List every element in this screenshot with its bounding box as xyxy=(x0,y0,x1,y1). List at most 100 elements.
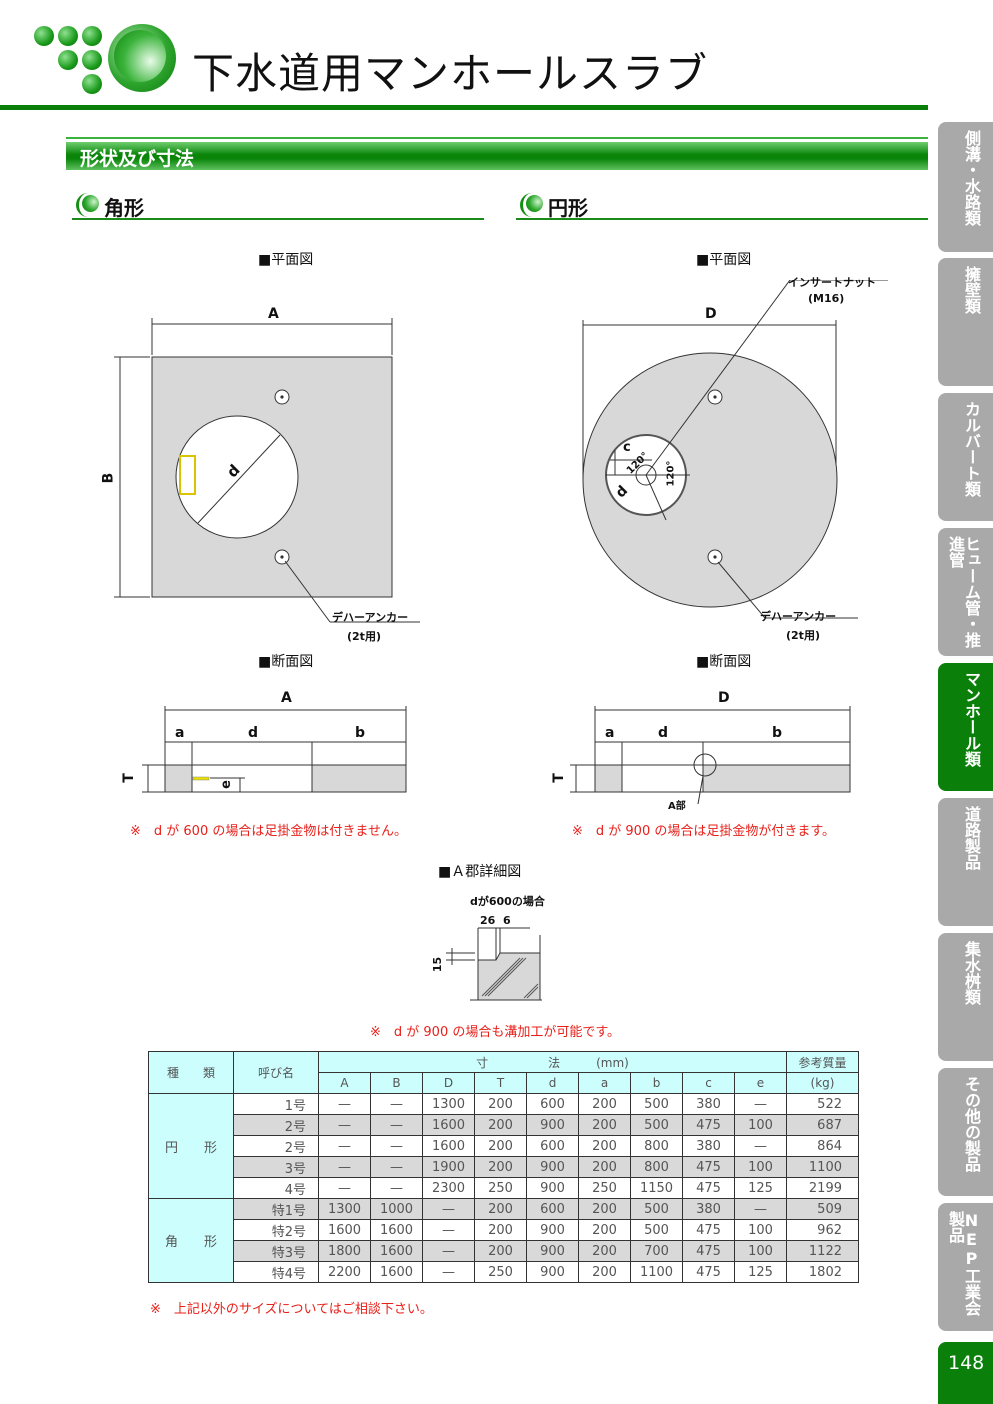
detail-note: ※ d が 900 の場合も溝加工が可能です。 xyxy=(370,1025,621,1040)
dim-cell: 900 xyxy=(526,1156,579,1178)
square-plan-caption: ■平面図 xyxy=(258,252,314,268)
page-number: 148 xyxy=(938,1342,993,1404)
dim-cell: 250 xyxy=(474,1261,527,1283)
sec-dim-e: e xyxy=(218,780,234,789)
mass-cell: 1100 xyxy=(786,1156,859,1178)
dim-cell: — xyxy=(318,1114,371,1136)
square-note: ※ d が 600 の場合は足掛金物は付きません。 xyxy=(130,824,407,839)
round-anchor-sub: (2t用) xyxy=(786,629,820,642)
dim-cell: 500 xyxy=(630,1219,683,1241)
name-cell: 特2号 xyxy=(233,1219,319,1241)
side-tab-1[interactable]: 擁壁類 xyxy=(938,258,993,386)
dim-cell: 200 xyxy=(578,1135,631,1157)
dim-cell: 475 xyxy=(682,1177,735,1199)
dim-cell: — xyxy=(370,1093,423,1115)
subhead-round-label: 円形 xyxy=(548,196,588,220)
dim-cell: — xyxy=(370,1114,423,1136)
header-name: 呼び名 xyxy=(233,1051,319,1094)
sec-dim-A: A xyxy=(281,690,292,706)
dim-cell: 200 xyxy=(474,1219,527,1241)
insert-label: インサートナット xyxy=(788,276,876,289)
side-tab-2[interactable]: カルバート類 xyxy=(938,393,993,521)
dim-cell: 200 xyxy=(474,1135,527,1157)
band-rule xyxy=(66,137,928,139)
detail-dim-6: 6 xyxy=(503,914,511,927)
col-B: B xyxy=(370,1072,423,1094)
sec-dim-T: T xyxy=(120,773,137,783)
dim-cell: — xyxy=(370,1135,423,1157)
dim-cell: 600 xyxy=(526,1093,579,1115)
mass-cell: 962 xyxy=(786,1219,859,1241)
anchor-sub: (2t用) xyxy=(347,630,381,643)
name-cell: 特3号 xyxy=(233,1240,319,1262)
dim-cell: 200 xyxy=(578,1261,631,1283)
mass-cell: 687 xyxy=(786,1114,859,1136)
dim-cell: — xyxy=(734,1093,787,1115)
header-mass-unit: (kg) xyxy=(786,1072,859,1094)
dim-cell: 250 xyxy=(578,1177,631,1199)
name-cell: 特1号 xyxy=(233,1198,319,1220)
mass-cell: 509 xyxy=(786,1198,859,1220)
dim-cell: 475 xyxy=(682,1156,735,1178)
header-dims: 寸 法 (mm) xyxy=(318,1051,787,1073)
subhead-square: 角形 xyxy=(72,190,484,220)
dim-cell: 500 xyxy=(630,1198,683,1220)
dim-cell: 900 xyxy=(526,1177,579,1199)
dim-cell: 200 xyxy=(578,1219,631,1241)
dim-cell: 800 xyxy=(630,1156,683,1178)
dim-cell: 1300 xyxy=(318,1198,371,1220)
dim-cell: 250 xyxy=(474,1177,527,1199)
dim-cell: 600 xyxy=(526,1198,579,1220)
dim-cell: — xyxy=(422,1198,475,1220)
dim-cell: 475 xyxy=(682,1240,735,1262)
detail-caption: ■Ａ郡詳細図 xyxy=(438,864,522,880)
col-e: e xyxy=(734,1072,787,1094)
side-tab-8[interactable]: NEP工業会製品 xyxy=(938,1203,993,1331)
detail-drawing xyxy=(446,927,542,1001)
side-tab-0[interactable]: 側溝・水路類 xyxy=(938,122,993,252)
a-part-label: A部 xyxy=(668,801,686,812)
dim-cell: — xyxy=(370,1156,423,1178)
dim-cell: 500 xyxy=(630,1093,683,1115)
side-tab-4[interactable]: マンホール類 xyxy=(938,663,993,791)
dim-A: A xyxy=(268,306,279,322)
detail-dim-15: 15 xyxy=(431,956,445,973)
dim-c: c xyxy=(623,440,631,455)
bullet-icon xyxy=(76,193,100,217)
side-tab-5[interactable]: 道路製品 xyxy=(938,798,993,926)
dim-cell: 600 xyxy=(526,1135,579,1157)
logo-circle xyxy=(108,24,176,92)
sec-dim-d-round: d xyxy=(658,725,669,741)
dim-cell: 475 xyxy=(682,1114,735,1136)
round-plan-caption: ■平面図 xyxy=(696,252,752,268)
table-footnote: ※ 上記以外のサイズについてはご相談下さい。 xyxy=(150,1302,433,1317)
sec-dim-d: d xyxy=(248,725,259,741)
side-tab-7[interactable]: その他の製品 xyxy=(938,1068,993,1196)
name-cell: 3号 xyxy=(233,1156,319,1178)
dim-cell: 100 xyxy=(734,1240,787,1262)
dim-cell: 200 xyxy=(578,1114,631,1136)
side-tab-6[interactable]: 集水桝類 xyxy=(938,933,993,1061)
subhead-round: 円形 xyxy=(516,190,928,220)
dim-cell: 2200 xyxy=(318,1261,371,1283)
logo-dot xyxy=(34,26,54,46)
dim-cell: 1900 xyxy=(422,1156,475,1178)
dim-cell: 200 xyxy=(474,1198,527,1220)
dim-cell: 1600 xyxy=(370,1240,423,1262)
side-tab-3[interactable]: ヒューム管・推進管 xyxy=(938,528,993,656)
dim-cell: — xyxy=(422,1261,475,1283)
dim-cell: — xyxy=(318,1156,371,1178)
dim-B: B xyxy=(100,472,117,484)
round-plan-drawing xyxy=(582,280,888,619)
sec-dim-b-round: b xyxy=(772,725,783,741)
dim-cell: 475 xyxy=(682,1219,735,1241)
dim-cell: 1600 xyxy=(318,1219,371,1241)
dim-cell: 1600 xyxy=(422,1135,475,1157)
name-cell: 1号 xyxy=(233,1093,319,1115)
sec-dim-b: b xyxy=(355,725,366,741)
mass-cell: 2199 xyxy=(786,1177,859,1199)
dim-cell: — xyxy=(734,1198,787,1220)
